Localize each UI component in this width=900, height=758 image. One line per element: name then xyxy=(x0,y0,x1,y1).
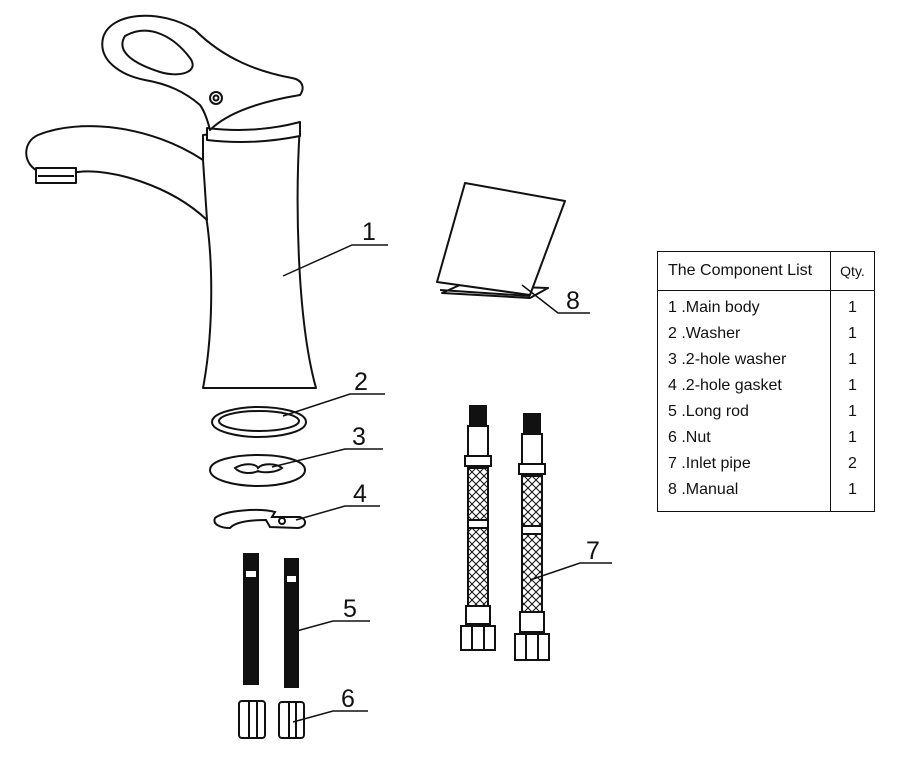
component-qty: 2 xyxy=(830,451,875,477)
inlet-pipes xyxy=(460,405,550,661)
component-qty: 1 xyxy=(830,373,875,399)
callout-5: 5 xyxy=(343,595,357,623)
callout-6: 6 xyxy=(341,685,355,713)
component-qty: 1 xyxy=(830,347,875,373)
table-header-row: The Component List Qty. xyxy=(657,251,875,291)
table-row: 8 .Manual 1 xyxy=(658,477,875,512)
callout-3: 3 xyxy=(352,423,366,451)
component-list-heading: The Component List xyxy=(657,251,831,291)
table-row: 3 .2-hole washer 1 xyxy=(658,347,875,373)
component-name: 1 .Main body xyxy=(668,299,760,316)
component-name: 4 .2-hole gasket xyxy=(668,377,782,394)
component-name: 3 .2-hole washer xyxy=(668,351,787,368)
callout-2: 2 xyxy=(354,368,368,396)
component-name: 6 .Nut xyxy=(668,429,711,446)
component-list-table: The Component List Qty. 1 .Main body 1 2 … xyxy=(657,251,875,512)
leader-lines xyxy=(271,244,612,723)
component-name: 2 .Washer xyxy=(668,325,741,342)
component-qty: 1 xyxy=(830,290,875,321)
component-name: 8 .Manual xyxy=(668,481,739,498)
table-row: 1 .Main body 1 xyxy=(658,290,875,321)
qty-heading: Qty. xyxy=(830,251,875,291)
callout-1: 1 xyxy=(362,218,376,246)
manual-booklet xyxy=(436,182,566,299)
component-name: 7 .Inlet pipe xyxy=(668,455,751,472)
table-row: 5 .Long rod 1 xyxy=(658,399,875,425)
main-body-faucet xyxy=(25,14,317,389)
washer-ring xyxy=(210,405,308,439)
callout-8: 8 xyxy=(566,287,580,315)
table-row: 2 .Washer 1 xyxy=(658,321,875,347)
table-row: 4 .2-hole gasket 1 xyxy=(658,373,875,399)
component-qty: 1 xyxy=(830,321,875,347)
two-hole-washer-shape xyxy=(208,453,307,488)
component-qty: 1 xyxy=(830,399,875,425)
component-qty: 1 xyxy=(830,425,875,451)
long-rods xyxy=(243,553,299,688)
two-hole-gasket-shape xyxy=(213,509,306,530)
component-name: 5 .Long rod xyxy=(668,403,749,420)
nuts xyxy=(238,700,305,739)
component-qty: 1 xyxy=(830,477,875,512)
callout-4: 4 xyxy=(353,480,367,508)
callout-7: 7 xyxy=(586,537,600,565)
callout-labels: 1 2 3 4 5 6 7 8 xyxy=(341,218,600,713)
table-row: 6 .Nut 1 xyxy=(658,425,875,451)
table-row: 7 .Inlet pipe 2 xyxy=(658,451,875,477)
